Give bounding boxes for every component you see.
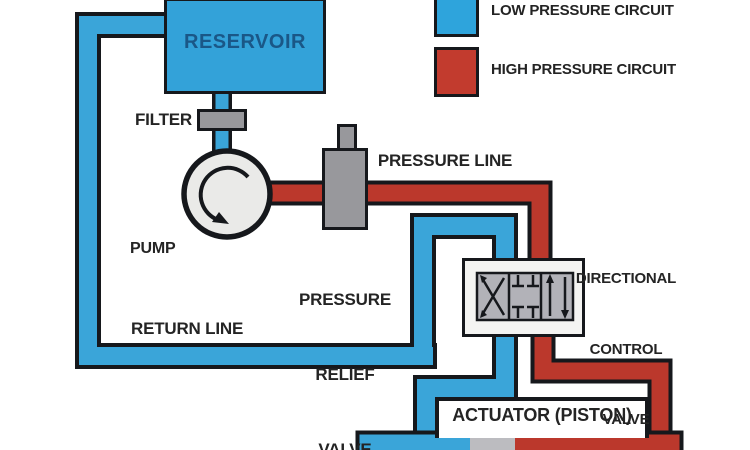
actuator-label: ACTUATOR (PISTON) — [452, 405, 632, 425]
return-line-label: RETURN LINE — [131, 319, 244, 338]
legend-high-pressure-swatch — [434, 47, 479, 97]
pressure-line-label: PRESSURE LINE — [377, 151, 513, 170]
legend-high-pressure-label: HIGH PRESSURE CIRCUIT — [491, 61, 676, 78]
pump-rotation-arrow — [198, 165, 250, 222]
pump-arrow-head — [212, 212, 229, 224]
filter — [197, 109, 247, 131]
valve-cell-blocked — [512, 275, 539, 318]
reservoir: RESERVOIR — [164, 0, 326, 94]
valve-symbol — [475, 271, 575, 322]
reservoir-label: RESERVOIR — [184, 31, 306, 53]
valve-down-arrowhead — [561, 310, 569, 319]
actuator-cylinder — [355, 397, 684, 450]
pressure-relief-valve — [322, 148, 368, 230]
directional-control-valve — [462, 258, 585, 337]
pressure-relief-valve-label: PRESSURE RELIEF VALVE — [299, 290, 391, 450]
valve-cell-crossover — [480, 277, 506, 316]
valve-to-return-pipe — [414, 217, 514, 360]
valve-cross-arrowhead-top — [480, 275, 487, 283]
valve-cell-flow-arrows — [548, 277, 567, 316]
filter-label: FILTER — [134, 110, 192, 129]
pump-label: PUMP — [130, 240, 176, 257]
actuator-label-box — [435, 397, 649, 438]
legend-low-pressure-swatch — [434, 0, 479, 37]
valve-to-actuator-red-pipe — [534, 326, 669, 446]
valve-up-arrowhead — [546, 274, 554, 283]
legend-low-pressure-label: LOW PRESSURE CIRCUIT — [491, 2, 674, 19]
pressure-relief-valve-stem — [337, 124, 357, 154]
valve-cross-arrowhead-bottom — [480, 310, 487, 318]
directional-control-valve-label: DIRECTIONAL CONTROL VALVE — [575, 270, 677, 428]
return-line-pipe — [79, 16, 433, 365]
pump — [181, 148, 273, 240]
valve-to-actuator-blue-pipe — [417, 326, 514, 446]
